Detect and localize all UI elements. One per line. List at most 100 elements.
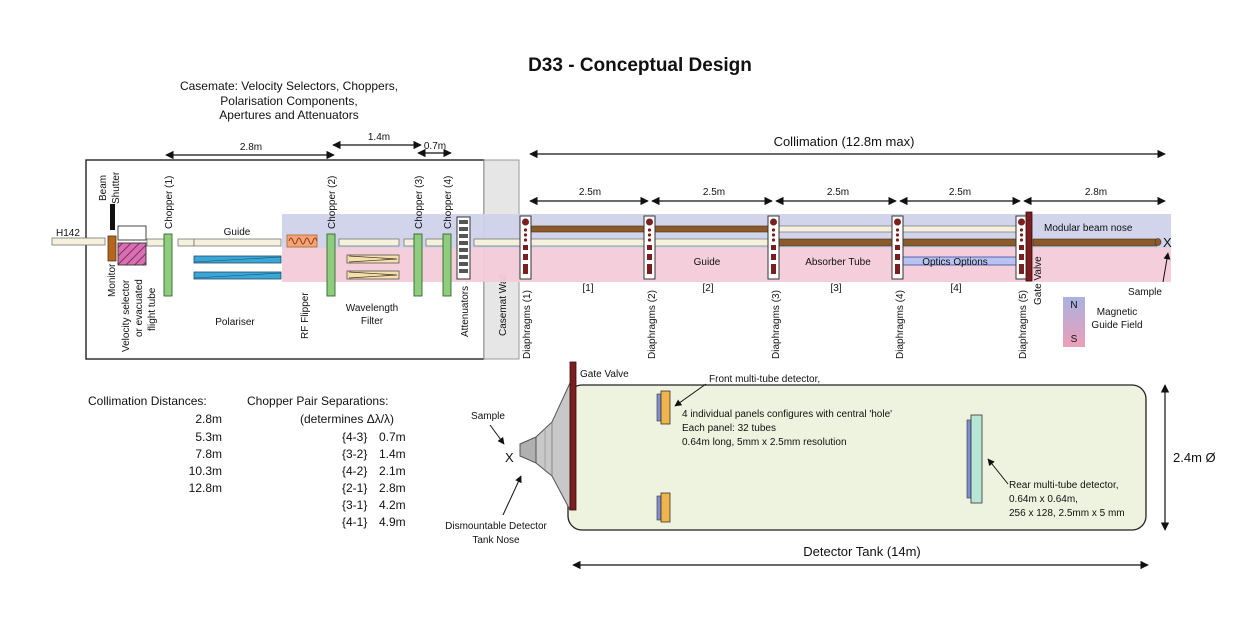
chopper-2-label: Chopper (2) <box>327 176 338 229</box>
modular-beam-nose-label: Modular beam nose <box>1044 223 1133 234</box>
coll-guide-brown-4 <box>902 238 1018 247</box>
polariser-lower-diag <box>193 272 282 279</box>
coll-guide-brown-3 <box>778 238 894 247</box>
rear-detector <box>970 414 983 504</box>
tank-sample-pointer <box>489 424 505 445</box>
monitor <box>107 235 117 262</box>
seg-label-5: 2.8m <box>1085 187 1107 198</box>
collimation-distances-heading: Collimation Distances: <box>88 394 207 408</box>
chopper-4-label: Chopper (4) <box>443 176 454 229</box>
guide-seg-d <box>403 238 415 247</box>
modular-beam-nose <box>1032 238 1158 247</box>
coll-guide-cream-1 <box>529 238 647 247</box>
casemat-wall-label: Casemat Wall <box>498 274 509 336</box>
front-detector-lower-back <box>656 495 662 521</box>
chopper-4 <box>442 233 452 297</box>
guide-seg-e <box>425 238 444 247</box>
wavelength-filter-lower-z <box>348 271 398 279</box>
chopper-pair-4: {2-1} <box>342 481 367 495</box>
gate-valve-tank-label: Gate Valve <box>580 369 629 380</box>
tank-nose <box>535 382 571 511</box>
diaphragms-1-label: Diaphragms (1) <box>522 290 533 359</box>
casemate-caption-line3: Apertures and Attenuators <box>219 108 358 122</box>
gate-valve-coll <box>1025 211 1033 282</box>
diaphragm-unit-3 <box>767 215 780 280</box>
rear-detector-text-1: Rear multi-tube detector, <box>1009 480 1119 491</box>
diaphragms-5-label: Diaphragms (5) <box>1018 290 1029 359</box>
tank-sample-x: X <box>505 450 514 465</box>
tank-nose-label-2: Tank Nose <box>472 535 520 546</box>
ns-legend <box>1063 297 1085 347</box>
tank-nose-pointer <box>502 475 522 516</box>
chopper-pairs-heading: Chopper Pair Separations: <box>247 394 388 408</box>
rf-flipper-label: RF Flipper <box>300 292 311 339</box>
attenuators-label: Attenuators <box>460 286 471 337</box>
front-detector-text-3: Each panel: 32 tubes <box>682 423 776 434</box>
chopper-pair-5: {3-1} <box>342 498 367 512</box>
sample-label-top: Sample <box>1128 287 1162 298</box>
casemate-caption-line1: Casemate: Velocity Selectors, Choppers, <box>180 79 398 93</box>
diaphragm-unit-2 <box>643 215 656 280</box>
chopper-pair-2: {3-2} <box>342 447 367 461</box>
guide-seg-b <box>177 238 195 247</box>
guide-seg-c <box>338 238 400 247</box>
segment-index-1: [1] <box>582 283 593 294</box>
velocity-selector-label-1: Velocity selector <box>121 279 132 352</box>
wavelength-filter-upper-z <box>348 255 398 263</box>
chopper-3-label: Chopper (3) <box>414 176 425 229</box>
beam-nose-tip <box>1154 238 1162 246</box>
diaphragms-3-label: Diaphragms (3) <box>771 290 782 359</box>
chopper-pair-3-value: 2.1m <box>379 464 406 478</box>
chopper-pair-1-value: 0.7m <box>379 430 406 444</box>
collimation-label: Collimation (12.8m max) <box>774 134 915 149</box>
rear-detector-back <box>966 419 972 499</box>
diaphragm-unit-5 <box>1015 215 1028 280</box>
rear-detector-text-2: 0.64m x 0.64m, <box>1009 494 1078 505</box>
seg-label-4: 2.5m <box>949 187 971 198</box>
detector-tank-label: Detector Tank (14m) <box>803 544 921 559</box>
collimation-distance-4: 10.3m <box>189 464 222 478</box>
wavelength-filter-lower <box>346 270 400 280</box>
seg-label-2: 2.5m <box>703 187 725 198</box>
chopper-pairs-subheading: (determines Δλ/λ) <box>300 412 394 426</box>
chopper-1 <box>163 233 173 297</box>
diaphragms-2-label: Diaphragms (2) <box>647 290 658 359</box>
absorber-tube-label: Absorber Tube <box>805 257 871 268</box>
chopper-pair-6: {4-1} <box>342 515 367 529</box>
rear-detector-text-3: 256 x 128, 2.5mm x 5 mm <box>1009 508 1125 519</box>
tank-sample-label: Sample <box>471 411 505 422</box>
chopper-pair-5-value: 4.2m <box>379 498 406 512</box>
chopper-pair-3: {4-2} <box>342 464 367 478</box>
wavelength-filter-label-1: Wavelength <box>346 303 398 314</box>
chopper-pair-1: {4-3} <box>342 430 367 444</box>
h142-label: H142 <box>56 228 80 239</box>
attenuators <box>456 216 471 280</box>
guide-seg-f <box>473 238 522 247</box>
tank-nose-inner <box>519 436 537 464</box>
h142-guide <box>51 237 106 246</box>
beam-shutter-label-2: Shutter <box>111 171 122 204</box>
rf-flipper-coil <box>288 237 318 245</box>
chopper-2 <box>326 233 336 297</box>
guide-seg-a <box>146 238 165 247</box>
seg-label-1: 2.5m <box>579 187 601 198</box>
velocity-selector-label-2: or evacuated <box>134 279 145 337</box>
optics-options-label: Optics Options <box>922 257 988 268</box>
magnetic-guide-field-label-1: Magnetic <box>1097 307 1138 318</box>
front-detector-lower <box>660 492 671 523</box>
monitor-label: Monitor <box>107 263 118 297</box>
chopper-pair-2-value: 1.4m <box>379 447 406 461</box>
front-detector-upper-back <box>656 393 662 422</box>
seg-label-3: 2.5m <box>827 187 849 198</box>
velocity-selector-label-3: flight tube <box>147 287 158 331</box>
beam-shutter-label-1: Beam <box>98 175 109 201</box>
sample-x-top: X <box>1163 235 1172 250</box>
chopper-pair-4-value: 2.8m <box>379 481 406 495</box>
polariser-upper-diag <box>193 256 282 263</box>
diaphragms-4-label: Diaphragms (4) <box>895 290 906 359</box>
wavelength-filter-upper <box>346 254 400 264</box>
beam-shutter <box>110 204 115 230</box>
front-detector-text-1: Front multi-tube detector, <box>709 374 820 385</box>
polariser-label: Polariser <box>215 317 255 328</box>
